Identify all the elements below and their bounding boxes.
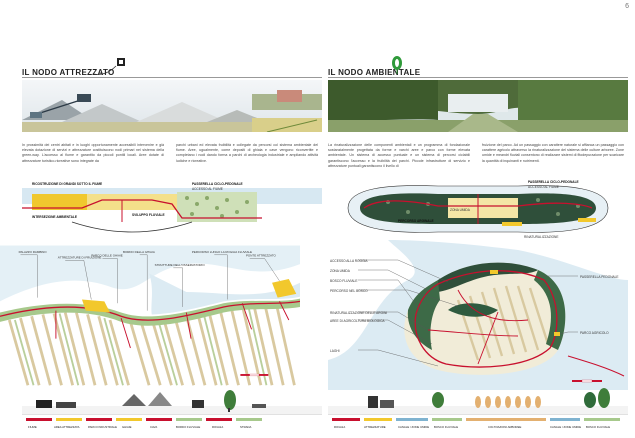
section-label: ROGGIA (212, 425, 223, 429)
map-label: BOSCO FLUVIALE (330, 279, 357, 283)
plan-diagram-right: PASSERELLA CICLO-PEDONALE ACCESSO AL FIU… (347, 180, 609, 239)
map-label: PARCO DELLE GHIAIE (91, 254, 122, 258)
paragraph-right-1: La rinaturalizzazione delle componenti a… (328, 143, 470, 168)
map-label: ATTREZZATURE DI FRUIZIONE (58, 256, 102, 260)
map-label: ACCESSO ALLA ROGGIA (330, 259, 368, 263)
section-title-nodo-attrezzato: IL NODO ATTREZZATO (22, 68, 115, 77)
section-label: GHIAIE (122, 425, 132, 429)
section-label: COLTIVAZIONI ARBOREE (488, 425, 521, 429)
plan-label: PASSERELLA CICLO-PEDONALE (528, 180, 579, 184)
map-label: PONTE ATTREZZATO (246, 254, 277, 258)
plan-label: ZONA UMIDA (450, 208, 471, 212)
section-label: BOSCO FLUVIALE (434, 425, 458, 429)
map-label: PARCO AGRICOLO (580, 331, 609, 335)
section-label: STRADA (240, 425, 251, 429)
section-label: FIUME (28, 425, 37, 429)
section-label: AREA ATTREZZATA (54, 425, 80, 429)
masterplan-map-right: ACCESSO ALLA ROGGIA ZONA UMIDA BOSCO FLU… (328, 240, 628, 390)
photo-riverside-vegetation (328, 80, 628, 132)
map-label: RINATURALIZZAZIONE DELLE ARGINI (330, 311, 387, 315)
map-label: PERCORSO NEL BOSCO (330, 289, 368, 293)
paragraph-left-1: In prossimità dei centri abitati e in lu… (22, 143, 164, 163)
plan-label: ACCESSO AL FIUME (528, 185, 559, 189)
masterplan-map-left: PALAZZO RAMBINO ATTREZZATURE DI FRUIZION… (0, 245, 300, 395)
paragraph-right-2: fruizione del parco. Ad un passaggio con… (482, 143, 624, 163)
cross-section-right: ROGGIA ATTREZZATURE CANALE / ZONE UMIDE … (328, 388, 628, 429)
map-label: AREE DI AGRICOLTURA BIOLOGICA (330, 319, 385, 323)
map-label: ZONA UMIDA (330, 269, 351, 273)
plan-label: INTERSEZIONE AMBIENTALE (32, 215, 77, 219)
map-label: PASSERELLA PEDONALE (580, 275, 619, 279)
plan-diagram-left: RICOSTRUZIONE DI GRANDI SOTTO IL FIUME P… (22, 182, 322, 233)
scale-bar (240, 373, 269, 377)
page-number: 6 (625, 3, 629, 10)
left-column: IL NODO ATTREZZATO (0, 0, 322, 438)
photo-gravel-quarry (22, 80, 322, 132)
section-title-nodo-ambientale: IL NODO AMBIENTALE (328, 68, 421, 77)
cross-section-left: FIUME AREA ATTREZZATA PARCO INDUSTRIALE … (22, 390, 322, 429)
pencil-sketch-icon (93, 58, 125, 75)
paragraph-left-2: parchi urbani ed elevata fruibilità e co… (176, 143, 318, 163)
section-label: ATTREZZATURE (364, 425, 386, 429)
plan-label: RINATURALIZZAZIONE (524, 235, 558, 239)
title-rule (328, 77, 628, 78)
plan-label: PASSERELLA CICLO-PEDONALE (192, 182, 243, 186)
section-label: ROGGIA (334, 425, 345, 429)
plan-label: PERCORSO ARGINALE (398, 219, 434, 223)
section-label: BOSCO FLUVIALE (586, 425, 610, 429)
leaf-icon (392, 56, 402, 74)
map-label: PERCORSO LUNGO LA ROGGIA FLUVIALE (192, 250, 252, 254)
right-column: IL NODO AMBIENTALE La rinaturalizzazione… (328, 0, 628, 438)
section-label: CANALE / ZONE UMIDE (398, 425, 429, 429)
scale-bar (572, 379, 602, 383)
plan-label: ACCESSO AL FIUME (192, 187, 223, 191)
plan-label: SVILUPPO FLUVIALE (132, 213, 165, 217)
map-label: LAGHI (330, 349, 340, 353)
map-label: BORDO DELLA GHIAIA (123, 250, 155, 254)
section-label: PARCO INDUSTRIALE (88, 425, 117, 429)
section-label: CAVA (150, 425, 157, 429)
map-label: PALAZZO RAMBINO (19, 250, 48, 254)
section-label: CANALE / ZONE UMIDE (550, 425, 581, 429)
map-label: STRUTTURE DELL'OSSERVATORIO (155, 263, 206, 267)
section-label: BORDO FLUVIALE (176, 425, 200, 429)
title-rule (22, 77, 322, 78)
plan-label: RICOSTRUZIONE DI GRANDI SOTTO IL FIUME (32, 182, 102, 186)
